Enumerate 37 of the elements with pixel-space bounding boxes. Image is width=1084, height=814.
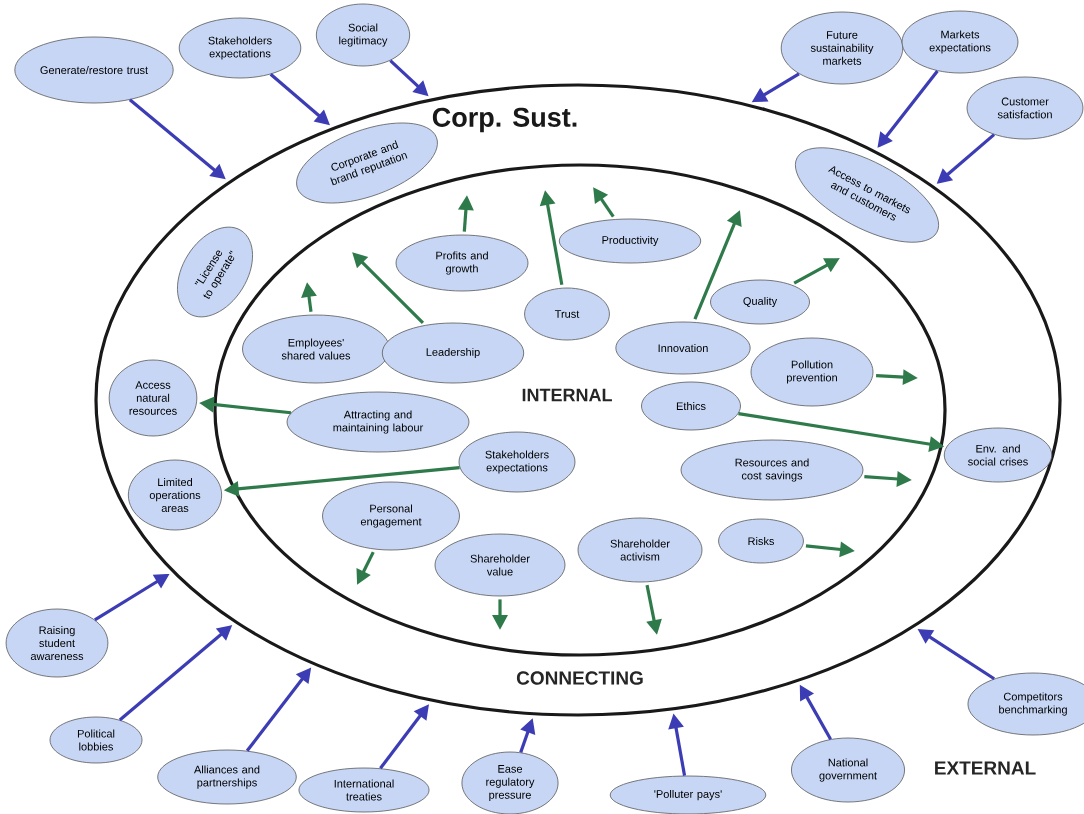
ellipse-node: National government bbox=[791, 737, 905, 803]
ellipse-node: Customer satisfaction bbox=[966, 76, 1084, 140]
ellipse-node: Future sustainability markets bbox=[780, 11, 904, 85]
ellipse-node: Markets expectations bbox=[901, 10, 1019, 74]
ellipse-node: Alliances and partnerships bbox=[157, 749, 297, 805]
ellipse-node: Ethics bbox=[641, 381, 741, 431]
ellipse-node: Leadership bbox=[381, 322, 525, 384]
ellipse-node: Attracting and maintaining labour bbox=[286, 391, 470, 453]
ellipse-node: Productivity bbox=[558, 218, 702, 264]
ellipse-node: Env. and social crises bbox=[943, 427, 1053, 483]
ellipse-node: Competitors benchmarking bbox=[967, 672, 1084, 736]
ring-label: CONNECTING bbox=[516, 671, 643, 685]
ellipse-node: Shareholder value bbox=[434, 533, 566, 597]
ellipse-node: Resources and cost savings bbox=[680, 439, 864, 501]
ellipse-node: Raising student awareness bbox=[5, 608, 109, 678]
ellipse-node: Social legitimacy bbox=[315, 3, 411, 67]
ellipse-node: Shareholder activism bbox=[577, 517, 703, 583]
ellipse-node: Political lobbies bbox=[49, 716, 143, 764]
ellipse-node: Personal engagement bbox=[322, 481, 460, 551]
ellipse-node: Generate/restore trust bbox=[14, 36, 174, 104]
ellipse-node: Innovation bbox=[615, 321, 751, 375]
ellipse-node: Stakeholders expectations bbox=[458, 431, 576, 493]
arrow bbox=[352, 252, 425, 325]
ellipse-node: International treaties bbox=[298, 767, 430, 813]
ellipse-node: Quality bbox=[710, 279, 810, 325]
ellipse-node: Risks bbox=[718, 518, 804, 564]
ellipse-node: Trust bbox=[524, 287, 610, 341]
ring-label: INTERNAL bbox=[522, 388, 612, 402]
ellipse-node: Limited operations areas bbox=[127, 459, 223, 531]
ellipse-node: Employees' shared values bbox=[242, 314, 390, 384]
ellipse-node: Stakeholders expectations bbox=[178, 17, 302, 79]
region-label: EXTERNAL bbox=[935, 761, 1036, 775]
ellipse-node: Profits and growth bbox=[395, 234, 529, 292]
ellipse-node: Pollution prevention bbox=[750, 337, 874, 407]
ellipse-node: Ease regulatory pressure bbox=[461, 751, 559, 814]
ellipse-node: 'Polluter pays' bbox=[609, 775, 767, 814]
ellipse-node: Access natural resources bbox=[108, 359, 198, 437]
